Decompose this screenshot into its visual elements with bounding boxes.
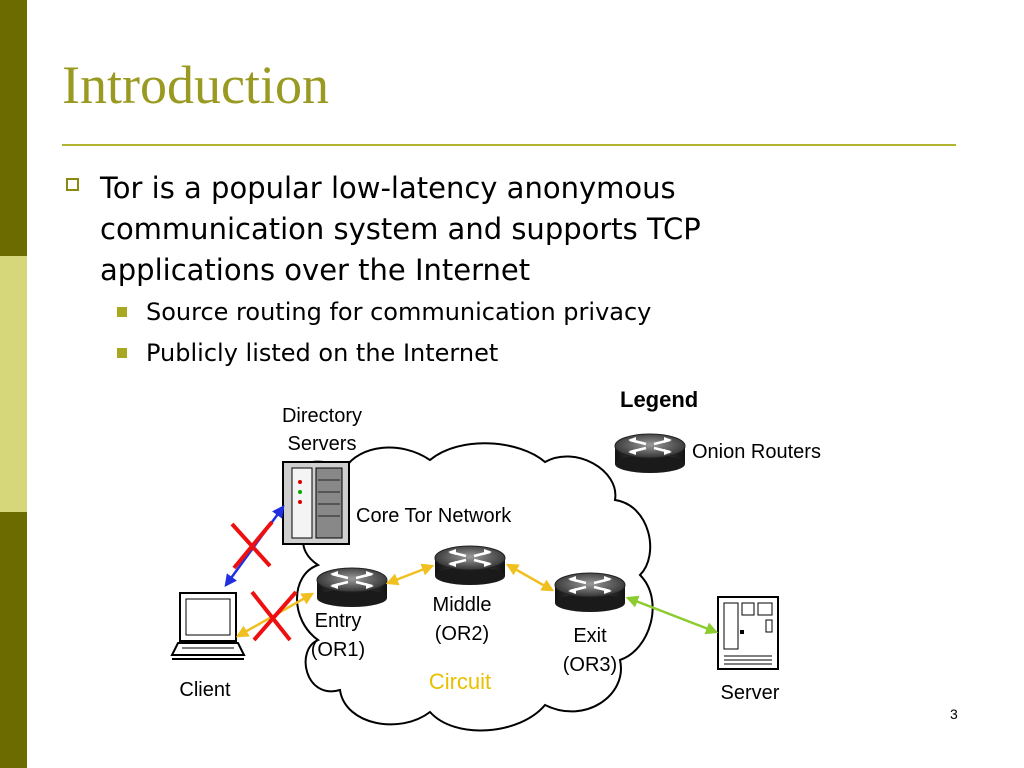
sidebar-band-top	[0, 0, 27, 256]
middle-exit-link	[505, 563, 555, 592]
page-number: 3	[950, 706, 958, 722]
legend-item-label: Onion Routers	[692, 441, 821, 463]
hollow-square-bullet-icon	[66, 178, 79, 191]
legend-title: Legend	[620, 387, 699, 412]
core-network-label: Core Tor Network	[356, 505, 512, 527]
sidebar-band-middle	[0, 256, 27, 512]
middle-label-line1: Middle	[432, 594, 492, 616]
entry-label-line1: Entry	[314, 610, 362, 632]
directory-server-icon	[282, 461, 350, 545]
middle-onion-router-icon	[433, 544, 507, 587]
blocked-directory-x-icon	[230, 520, 274, 570]
server-icon	[717, 596, 779, 670]
exit-onion-router-icon	[553, 571, 627, 614]
server-label: Server	[720, 682, 780, 704]
entry-onion-router-icon	[315, 566, 389, 609]
directory-label-line2: Servers	[287, 433, 357, 455]
sidebar-decoration	[0, 0, 27, 768]
middle-label-line2: (OR2)	[434, 623, 490, 645]
slide-title: Introduction	[62, 55, 329, 115]
entry-middle-link	[385, 563, 435, 586]
exit-label-line1: Exit	[573, 625, 607, 647]
main-bullet-text: Tor is a popular low-latency anonymous c…	[100, 171, 701, 287]
circuit-label: Circuit	[428, 669, 492, 694]
sub-bullet-1: Source routing for communication privacy	[146, 298, 652, 326]
exit-server-link	[625, 595, 719, 635]
core-network-cloud	[291, 442, 654, 732]
title-divider	[62, 144, 956, 146]
sidebar-band-bottom	[0, 512, 27, 768]
square-bullet-icon	[117, 307, 127, 317]
sub-bullet-2: Publicly listed on the Internet	[146, 339, 499, 367]
entry-label-line2: (OR1)	[310, 639, 366, 661]
exit-label-line2: (OR3)	[562, 654, 618, 676]
legend-onion-router-icon	[613, 432, 687, 475]
client-label: Client	[179, 679, 231, 701]
client-laptop-icon	[170, 592, 246, 660]
directory-label-line1: Directory	[281, 405, 362, 427]
square-bullet-icon	[117, 348, 127, 358]
blocked-entry-x-icon	[250, 590, 298, 642]
